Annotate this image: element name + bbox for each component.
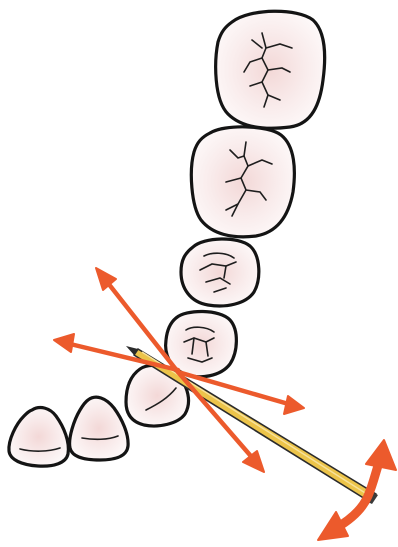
tooth-second-molar xyxy=(216,11,325,128)
tooth-central-incisor xyxy=(9,408,68,467)
tooth-first-molar xyxy=(191,127,294,237)
tooth-second-premolar xyxy=(181,239,259,306)
tooth-lateral-incisor xyxy=(70,397,128,460)
toothpick-highlight xyxy=(142,352,370,496)
arrowhead-bottom xyxy=(318,512,348,540)
tooth-outline xyxy=(70,397,128,460)
arrowhead-top xyxy=(366,440,396,470)
tooth-outline xyxy=(9,408,68,467)
tooth-outline xyxy=(181,239,259,306)
toothpick-body xyxy=(134,349,376,502)
teeth-group xyxy=(9,11,325,466)
